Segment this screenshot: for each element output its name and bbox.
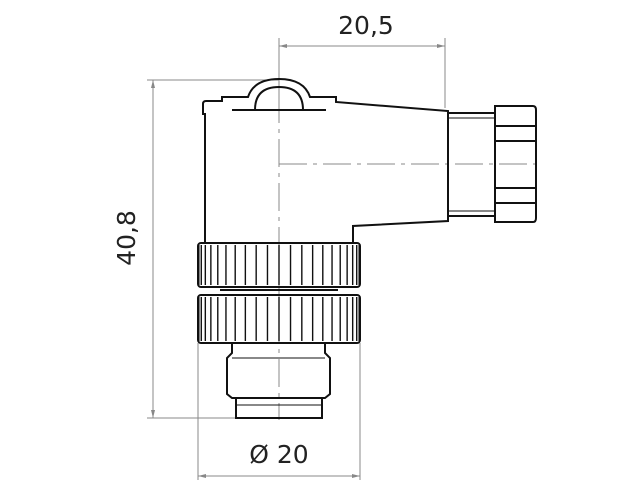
dimension-height-left: 40,8 [112,210,141,266]
dimension-arrows [151,44,445,478]
dimension-diameter-bottom: Ø 20 [249,440,308,469]
dimension-width-top: 20,5 [338,11,394,40]
knurl-lines [198,245,360,341]
dimension-lines [147,38,540,480]
connector-outline [197,77,537,419]
